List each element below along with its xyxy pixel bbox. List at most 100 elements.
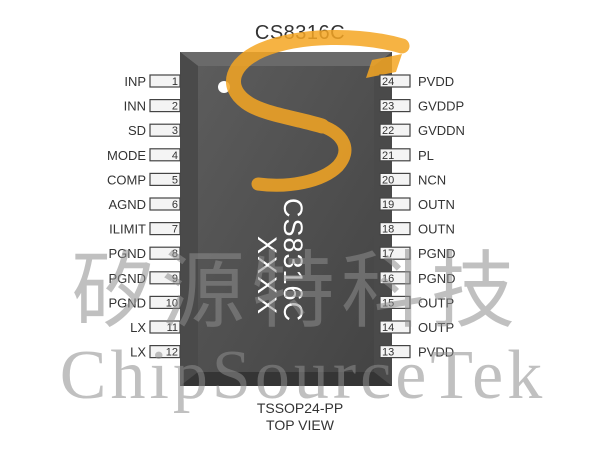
pin-label: LX xyxy=(130,345,146,360)
pin-lead xyxy=(149,271,181,285)
pin-number: 10 xyxy=(166,297,178,309)
pin-lead xyxy=(149,148,181,162)
pin-label: PGND xyxy=(418,271,456,286)
pin-lead xyxy=(379,320,411,334)
pin-lead xyxy=(379,295,411,309)
watermark-chinese: 矽源特科技 xyxy=(71,242,521,340)
pin-11: 11 LX xyxy=(130,320,181,335)
pin-number: 18 xyxy=(382,224,394,236)
pin-3: 3 SD xyxy=(128,123,181,138)
pin-lead xyxy=(149,74,181,88)
pin-number: 4 xyxy=(172,150,178,162)
pin-number: 15 xyxy=(382,297,394,309)
pin-lead xyxy=(379,246,411,260)
pin-label: PVDD xyxy=(418,345,454,360)
marking-line2: XXXX xyxy=(252,236,282,316)
pin-lead xyxy=(149,98,181,113)
pin-label: OUTP xyxy=(418,320,454,335)
pin-lead xyxy=(149,246,181,260)
pin-label: GVDDN xyxy=(418,123,465,138)
pin-label: GVDDP xyxy=(418,99,464,114)
pin-lead xyxy=(379,345,411,359)
pin-number: 6 xyxy=(172,199,178,211)
chip-bevel-top xyxy=(180,52,392,66)
pin-lead xyxy=(379,172,411,186)
pin-number: 14 xyxy=(382,322,394,334)
pin-label: INP xyxy=(124,74,146,89)
pin-lead xyxy=(379,222,411,236)
pin-19: 19 OUTN xyxy=(379,197,455,212)
pin-label: OUTN xyxy=(418,197,455,212)
pin-number: 23 xyxy=(382,101,394,113)
pin-20: 20 NCN xyxy=(379,172,446,187)
pin-18: 18 OUTN xyxy=(379,222,455,237)
pin-number: 12 xyxy=(166,347,178,359)
pin-label: PVDD xyxy=(418,74,454,89)
pin-label: SD xyxy=(128,123,146,138)
pin-lead xyxy=(379,74,411,88)
pin-number: 11 xyxy=(167,322,178,334)
pin-8: 8 PGND xyxy=(108,246,181,261)
pin-number: 3 xyxy=(172,125,178,137)
pin-lead xyxy=(149,222,181,236)
pin-label: NCN xyxy=(418,172,446,187)
pin-number: 13 xyxy=(382,347,394,359)
left-pin-column: 1INP2INN3SD4MODE5COMP6AGND7ILIMIT8PGND9P… xyxy=(107,74,181,360)
pin-label: PGND xyxy=(108,295,146,310)
company-logo-mark xyxy=(226,29,410,192)
pin-lead xyxy=(379,197,411,211)
pin-number: 21 xyxy=(382,150,394,162)
pin-label: PGND xyxy=(108,246,146,261)
chip-bevel-left xyxy=(180,52,198,386)
pin-number: 9 xyxy=(172,273,178,285)
pin-number: 22 xyxy=(382,125,394,137)
pin-1: 1 INP xyxy=(124,74,181,89)
pin-lead xyxy=(149,123,181,137)
pin-14: 14 OUTP xyxy=(379,320,454,335)
pin-lead xyxy=(379,123,411,137)
pin-label: MODE xyxy=(107,148,146,163)
pin-label: AGND xyxy=(108,197,146,212)
pin-21: 21 PL xyxy=(379,148,434,163)
logo-swoosh-lower xyxy=(251,119,352,192)
pin-4: 4 MODE xyxy=(107,148,181,163)
pin-lead xyxy=(379,148,411,162)
pin-label: ILIMIT xyxy=(109,222,146,237)
pin-number: 17 xyxy=(382,248,394,260)
pin-label: OUTN xyxy=(418,222,455,237)
pin-number: 5 xyxy=(172,174,178,186)
pin-13: 13 PVDD xyxy=(379,345,454,360)
package-name: TSSOP24-PP xyxy=(256,400,344,416)
logo-bar xyxy=(366,54,402,78)
pin-lead xyxy=(149,197,181,211)
watermark-english: ChipSourceTek xyxy=(60,337,546,414)
pin-number: 19 xyxy=(382,199,394,211)
pin-10: 10 PGND xyxy=(108,295,181,310)
pin-label: OUTP xyxy=(418,295,454,310)
view-label: TOP VIEW xyxy=(266,417,334,433)
pin-label: PL xyxy=(418,148,434,163)
chip-bevel-bottom xyxy=(180,372,392,386)
pin-number: 8 xyxy=(172,248,178,260)
pin-lead xyxy=(379,271,411,285)
pin-lead xyxy=(149,345,181,359)
pin-6: 6 AGND xyxy=(108,197,181,212)
marking-line1: CS8316C xyxy=(278,198,308,322)
pin-5: 5 COMP xyxy=(107,172,181,187)
pin-label: PGND xyxy=(418,246,456,261)
chip-body-top-face xyxy=(198,66,374,372)
pin-lead xyxy=(149,320,181,334)
pin-23: 23 GVDDP xyxy=(379,99,464,114)
pin-label: COMP xyxy=(107,172,146,187)
pin-number: 1 xyxy=(172,76,178,88)
pin-number: 20 xyxy=(382,174,394,186)
pin-lead xyxy=(149,295,181,309)
pin-label: LX xyxy=(130,320,146,335)
pin-lead xyxy=(149,172,181,186)
